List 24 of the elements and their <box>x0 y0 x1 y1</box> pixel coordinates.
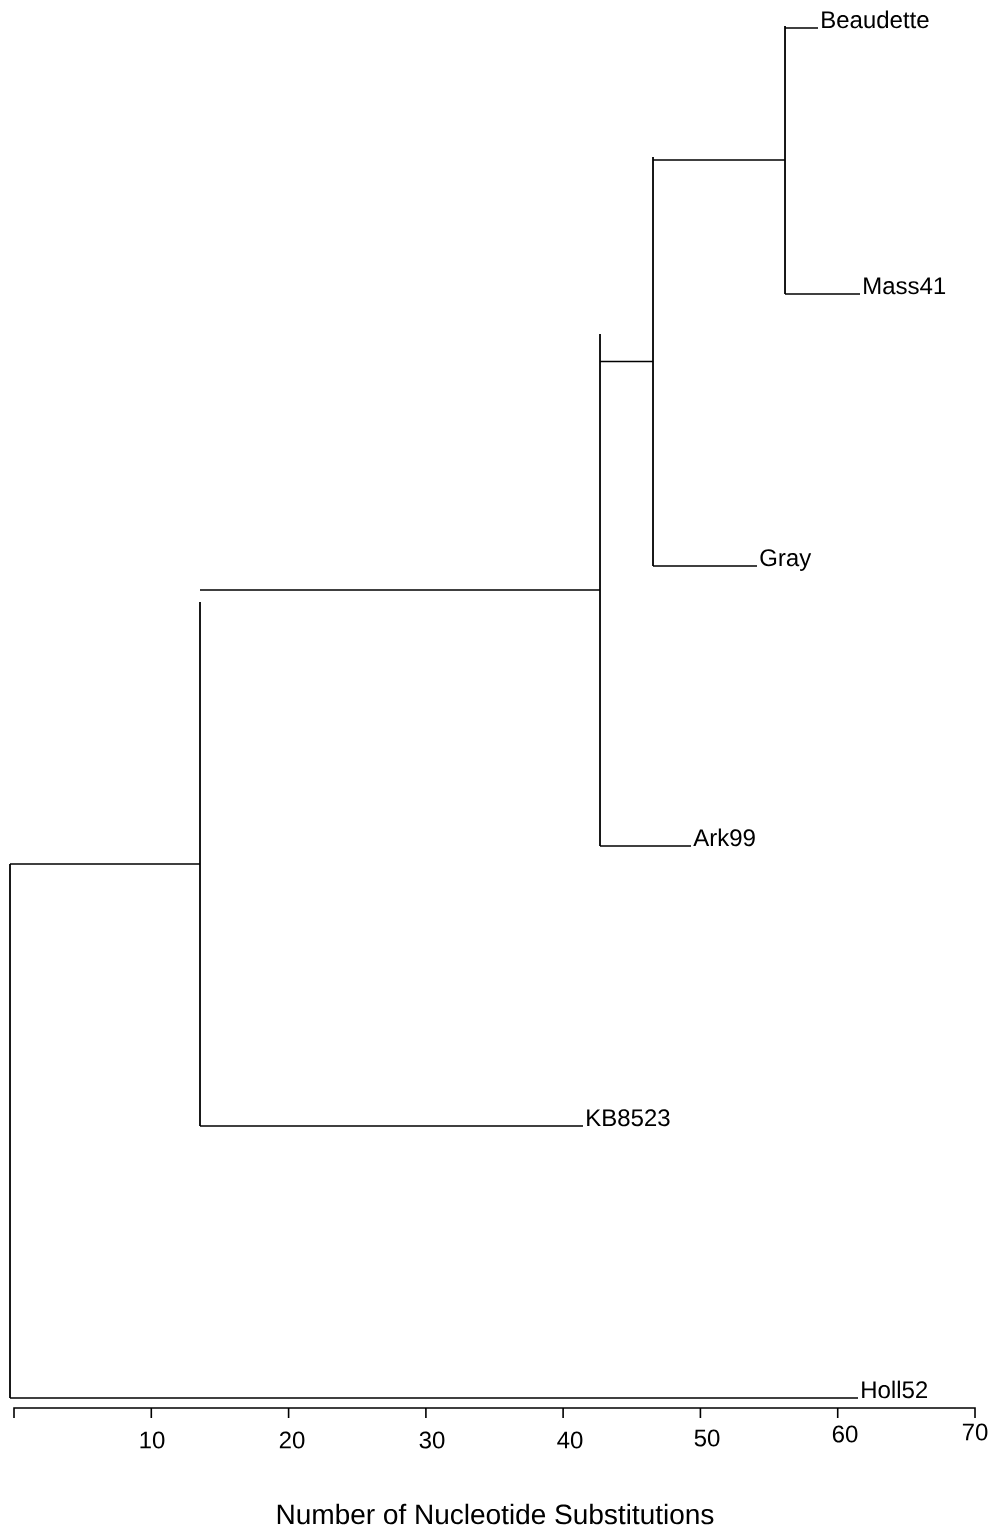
branch-line <box>199 1125 584 1127</box>
tick-label: 20 <box>279 1431 305 1449</box>
branch-line <box>599 845 692 847</box>
leaf-label: Ark99 <box>693 828 755 847</box>
leaf-label: Gray <box>760 549 812 571</box>
leaf-label: Holl52 <box>862 1380 927 1399</box>
tick-label: 30 <box>419 1431 445 1449</box>
branch-line <box>9 863 201 865</box>
leaf-label: Beaudette <box>822 10 929 29</box>
tick-label: 50 <box>694 1429 720 1447</box>
branch-line <box>652 565 758 567</box>
branch-line <box>784 27 819 29</box>
branch-line <box>9 1397 859 1399</box>
leaf-label: KB8523 <box>587 1109 670 1127</box>
tick-label: 40 <box>557 1431 583 1449</box>
branch-line <box>784 293 861 295</box>
tick-label: 70 <box>962 1423 988 1441</box>
tick-label: 60 <box>832 1425 858 1443</box>
axis-title: Number of Nucleotide Substitutions <box>277 1503 714 1525</box>
leaf-label: Mass41 <box>864 277 946 295</box>
tick-label: 10 <box>140 1431 165 1449</box>
branch-line <box>599 360 654 363</box>
branch-line <box>652 159 786 161</box>
branch-line <box>199 589 601 591</box>
